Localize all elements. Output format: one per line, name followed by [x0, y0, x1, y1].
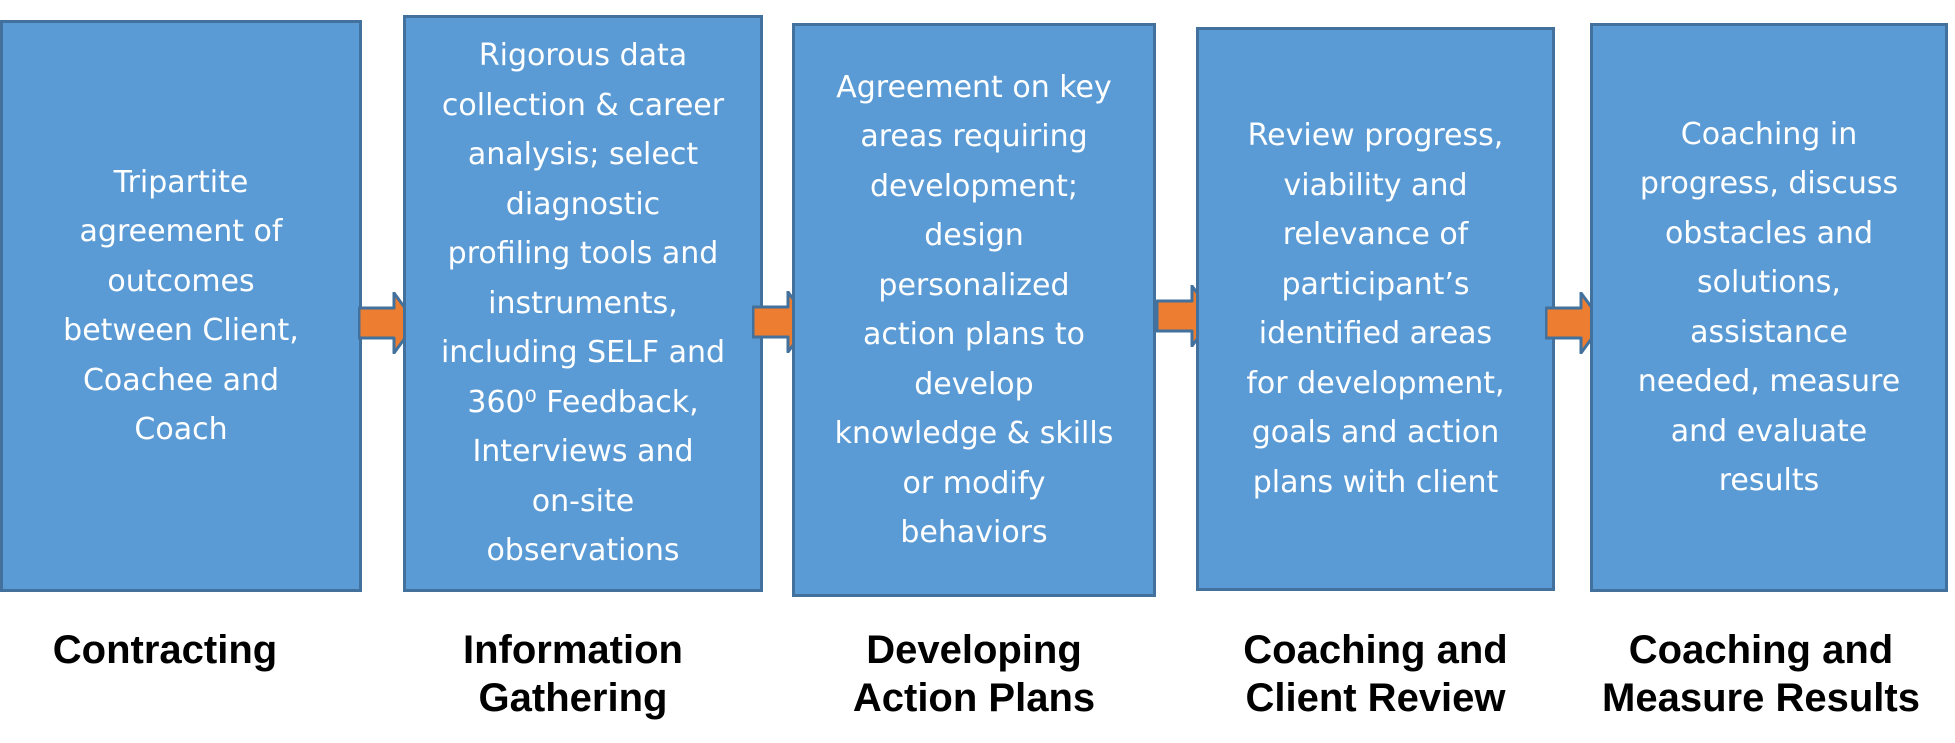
stage-box-developing-action-plans: Agreement on key areas requiring develop… — [792, 23, 1156, 597]
stage-label-coaching-measure-results: Coaching and Measure Results — [1602, 628, 1920, 720]
stage-box-contracting: Tripartite agreement of outcomes between… — [0, 20, 362, 592]
stage-label-contracting: Contracting — [52, 628, 278, 672]
stage-description: Tripartite agreement of outcomes between… — [63, 164, 299, 448]
stage-label-coaching-client-review: Coaching and Client Review — [1243, 628, 1508, 720]
stage-description: Coaching in progress, discuss obstacles … — [1637, 116, 1901, 499]
stage-description: Rigorous data collection & career analys… — [440, 38, 726, 569]
stage-description: Review progress, viability and relevance… — [1246, 118, 1505, 500]
stage-description: Agreement on key areas requiring develop… — [834, 69, 1114, 551]
stage-box-coaching-client-review: Review progress, viability and relevance… — [1196, 27, 1555, 591]
stage-label-developing-action-plans: Developing Action Plans — [852, 628, 1096, 720]
stage-label-information-gathering: Information Gathering — [463, 628, 683, 720]
stage-box-coaching-measure-results: Coaching in progress, discuss obstacles … — [1590, 23, 1948, 592]
stage-box-information-gathering: Rigorous data collection & career analys… — [403, 15, 763, 592]
